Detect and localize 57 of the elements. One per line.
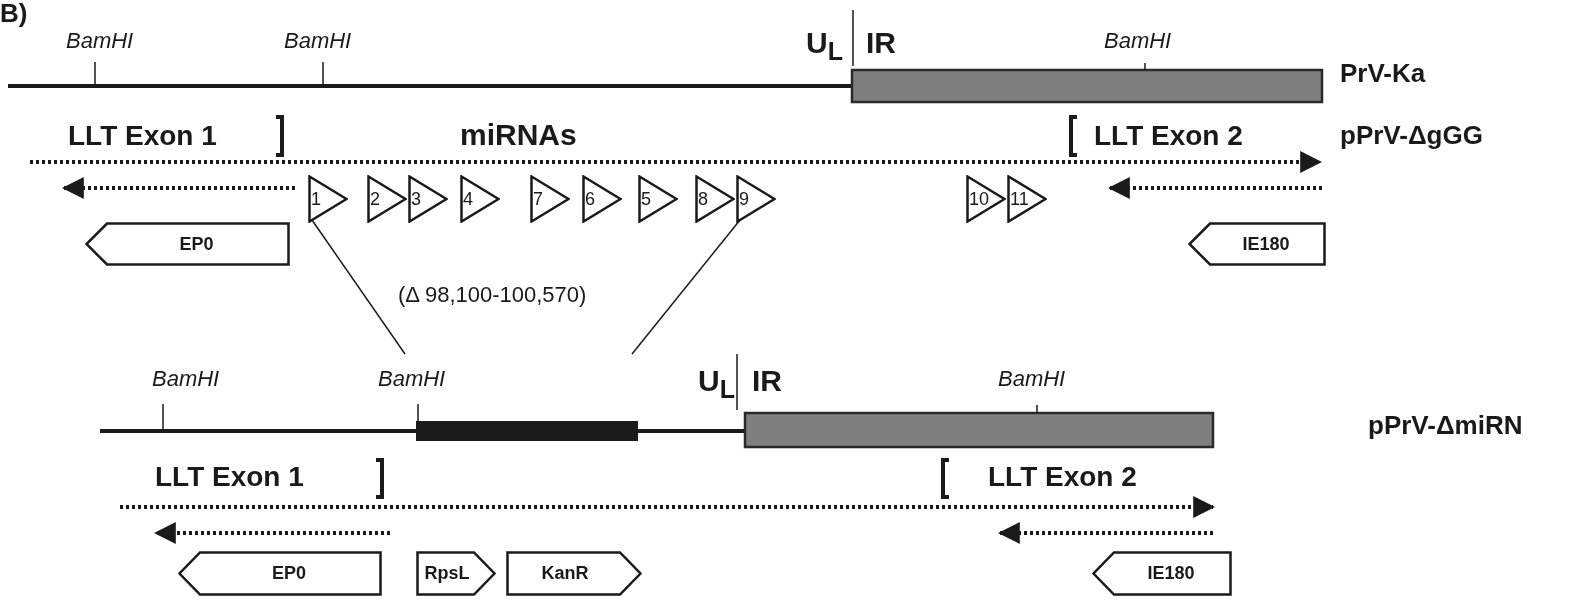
gene-block <box>1092 551 1232 596</box>
region-label: IR <box>752 366 782 396</box>
site-label: BamHI <box>998 368 1066 390</box>
mirna-number: 2 <box>370 190 380 208</box>
mirna-triangle <box>460 175 500 223</box>
gene-label: EP0 <box>271 564 307 582</box>
mirna-number: 9 <box>739 190 749 208</box>
exon-label: LLT Exon 2 <box>988 463 1137 491</box>
mirna-number: 4 <box>463 190 473 208</box>
mirna-number: 7 <box>533 190 543 208</box>
mirna-triangle <box>582 175 622 223</box>
genome-name: pPrV-ΔmiRN <box>1368 412 1523 438</box>
gene-block <box>416 551 496 596</box>
region-label: IR <box>866 28 896 58</box>
gene-block <box>506 551 642 596</box>
genome-name: PrV-Ka <box>1340 60 1426 86</box>
gene-block <box>1188 222 1326 266</box>
gene-label: KanR <box>540 564 590 582</box>
genome-map-drawing <box>100 353 1215 449</box>
site-label: BamHI <box>66 30 134 52</box>
exon-label: LLT Exon 1 <box>68 122 217 150</box>
leader-line <box>311 219 406 355</box>
mirna-number: 10 <box>969 190 990 208</box>
mirna-number: 3 <box>411 190 421 208</box>
gene-block <box>85 222 290 266</box>
region-label: U$_{L}$ <box>806 28 843 64</box>
mirna-triangle <box>367 175 407 223</box>
mirna-number: 6 <box>585 190 595 208</box>
site-label: BamHI <box>1104 30 1172 52</box>
mirna-number: 1 <box>311 190 321 208</box>
mirna-triangle <box>1007 175 1047 223</box>
exon-label: LLT Exon 2 <box>1094 122 1243 150</box>
gene-block <box>178 551 382 596</box>
mirna-triangle <box>736 175 776 223</box>
leader-line <box>631 219 741 355</box>
mirna-triangle <box>530 175 570 223</box>
site-label: BamHI <box>284 30 352 52</box>
gene-label: IE180 <box>1241 235 1291 253</box>
site-label: BamHI <box>152 368 220 390</box>
mirna-triangle <box>408 175 448 223</box>
mirna-number: 8 <box>698 190 708 208</box>
deletion-label: (Δ 98,100-100,570) <box>398 284 587 306</box>
gene-label: IE180 <box>1146 564 1196 582</box>
mirna-triangle <box>966 175 1006 223</box>
genome-name: pPrV-ΔgGG <box>1340 122 1483 148</box>
mirna-number: 11 <box>1010 190 1029 208</box>
region-label: U$_{L}$ <box>698 366 735 402</box>
exon-label: LLT Exon 1 <box>155 463 304 491</box>
gene-label: RpsL <box>423 564 471 582</box>
panel-letter: B) <box>0 0 28 26</box>
gene-label: EP0 <box>178 235 215 253</box>
mirna-number: 5 <box>641 190 651 208</box>
mirna-heading: miRNAs <box>460 120 577 150</box>
mirna-triangle <box>638 175 678 223</box>
site-label: BamHI <box>378 368 446 390</box>
mirna-triangle <box>308 175 348 223</box>
mirna-triangle <box>695 175 735 223</box>
